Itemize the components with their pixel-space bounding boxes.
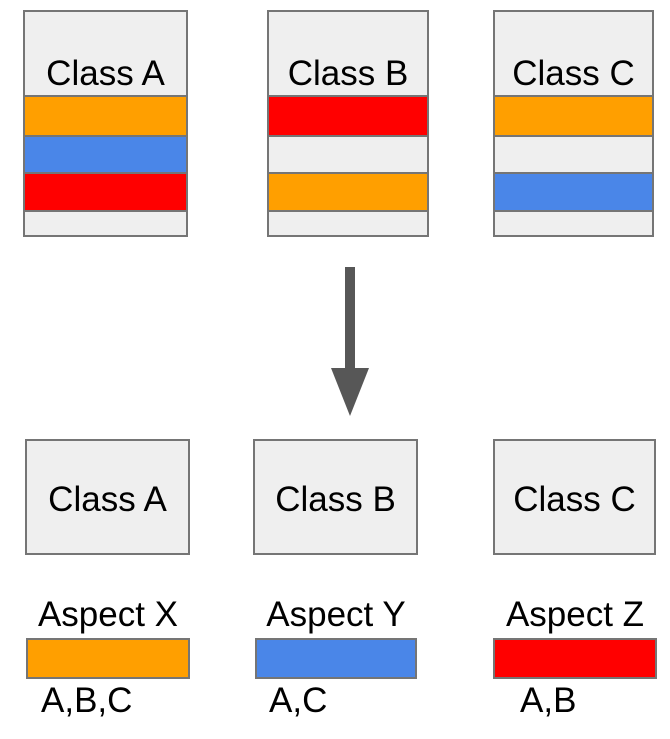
class-b-bar-2 [267,135,429,174]
class-a-bar-4 [23,210,188,237]
class-c-stack: Class C [493,10,654,237]
aspect-z-swatch [493,638,657,679]
class-a-bar-3 [23,172,188,212]
class-a-label: Class A [46,54,165,93]
class-c-bar-3 [493,172,654,212]
aspect-y-swatch [255,638,417,679]
class-c-box: Class C [493,439,656,555]
class-c-label: Class C [512,54,635,93]
class-a-box: Class A [25,439,190,555]
class-c-bar-1 [493,95,654,137]
class-a-bar-2 [23,135,188,174]
class-b-label: Class B [287,54,409,93]
aspect-z-members: A,B [520,681,577,720]
class-b-stack: Class B [267,10,429,237]
class-a-stack: Class A [23,10,188,237]
class-b-box: Class B [253,439,418,555]
class-b-bar-4 [267,210,429,237]
class-b-label-box: Class B [267,10,429,97]
class-c-bar-2 [493,135,654,174]
aspect-x-label: Aspect X [37,595,179,634]
class-c-label-box: Class C [493,10,654,97]
class-c-box-label: Class C [513,479,636,519]
aspect-y-members: A,C [269,681,328,720]
class-c-bar-4 [493,210,654,237]
aspect-z-label: Aspect Z [505,595,645,634]
aspect-x-members: A,B,C [41,681,133,720]
class-b-bar-3 [267,172,429,212]
aspect-y-label: Aspect Y [266,595,406,634]
class-a-bar-1 [23,95,188,137]
down-arrow-icon [330,267,370,417]
class-a-box-label: Class A [48,479,167,519]
class-a-label-box: Class A [23,10,188,97]
aspect-x-swatch [26,638,190,679]
class-b-bar-1 [267,95,429,137]
class-b-box-label: Class B [275,479,396,519]
